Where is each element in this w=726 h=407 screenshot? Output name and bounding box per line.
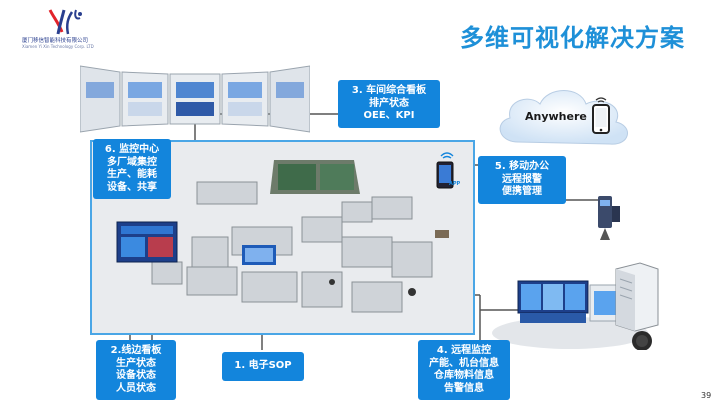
label-line-board-title: 2.线边看板 — [110, 345, 162, 356]
label-electronic-sop-title: 1. 电子SOP — [234, 360, 292, 371]
label-remote-monitoring-title: 4. 远程监控 — [436, 345, 492, 356]
label-monitoring-center-line: 生产、能耗 — [107, 169, 157, 180]
label-line-board-line: 生产状态 — [116, 357, 156, 369]
label-workshop-board-line: 排产状态 — [369, 97, 409, 109]
label-mobile-office: 5. 移动办公 远程报警 便携管理 — [478, 156, 566, 204]
label-remote-monitoring-line: 仓库物料信息 — [434, 370, 494, 381]
label-monitoring-center-title: 6. 监控中心 — [104, 144, 160, 155]
remote-monitoring-station — [492, 262, 659, 350]
sensor-device-icon — [598, 196, 620, 240]
label-workshop-board: 3. 车间综合看板 排产状态 OEE、KPI — [338, 80, 440, 128]
label-line-board: 2.线边看板 生产状态 设备状态 人员状态 — [96, 340, 176, 400]
smartphone-icon — [592, 97, 610, 134]
company-name: 厦门移信智能科技有限公司 — [22, 38, 89, 44]
label-workshop-board-title: 3. 车间综合看板 — [351, 85, 427, 96]
factory-machines — [116, 160, 449, 313]
label-mobile-office-title: 5. 移动办公 — [494, 161, 550, 172]
label-electronic-sop: 1. 电子SOP — [222, 352, 304, 381]
label-mobile-office-line: 便携管理 — [502, 186, 542, 197]
label-remote-monitoring: 4. 远程监控 产能、机台信息 仓库物料信息 告警信息 — [418, 340, 510, 400]
label-line-board-line: 设备状态 — [116, 370, 156, 381]
cloud-label: Anywhere — [525, 110, 587, 123]
label-line-board-line: 人员状态 — [116, 382, 156, 394]
monitoring-center-screens — [80, 65, 310, 133]
label-workshop-board-line: OEE、KPI — [363, 110, 415, 121]
label-remote-monitoring-line: 告警信息 — [444, 382, 484, 394]
app-icon-text: APP — [449, 181, 461, 187]
app-phone-icon — [436, 152, 454, 189]
company-name-en: Xiamen Yi Xin Technology Corp. LTD — [22, 44, 94, 49]
label-monitoring-center: 6. 监控中心 多厂域集控 生产、能耗 设备、共享 — [93, 139, 171, 199]
label-monitoring-center-line: 多厂域集控 — [107, 156, 157, 168]
label-monitoring-center-line: 设备、共享 — [107, 181, 157, 193]
page-title: 多维可视化解决方案 — [460, 24, 685, 52]
page-number: 39 — [701, 391, 712, 400]
label-remote-monitoring-line: 产能、机台信息 — [429, 357, 499, 369]
company-logo — [48, 9, 82, 35]
label-mobile-office-line: 远程报警 — [502, 173, 542, 185]
